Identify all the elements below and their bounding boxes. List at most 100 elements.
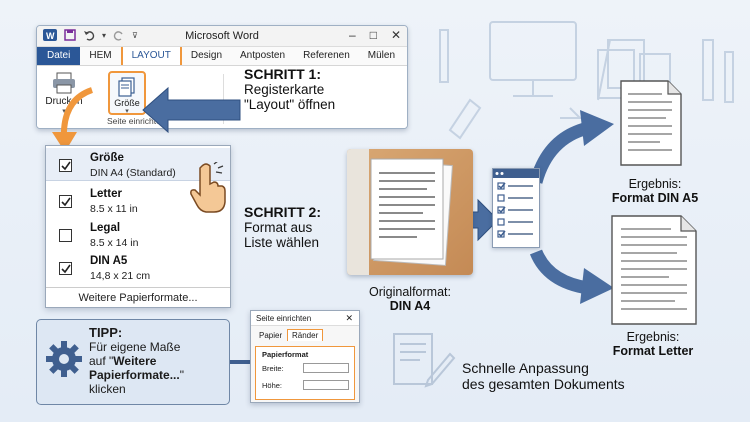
checkbox[interactable] <box>59 262 72 275</box>
item-name: Letter <box>90 188 122 200</box>
window-controls: – □ ✕ <box>349 28 401 42</box>
tip-line4: klicken <box>89 382 126 396</box>
checkmark-icon <box>61 197 71 207</box>
item-name: Legal <box>90 222 121 234</box>
document-pen-icon <box>393 333 456 388</box>
item-size: 14,8 x 21 cm <box>90 270 151 282</box>
item-size: 8.5 x 11 in <box>90 203 138 215</box>
hand-cursor-icon <box>190 162 226 213</box>
checkmark-icon <box>61 161 71 171</box>
tip-text: Für eigene Maße auf "Weitere Papierforma… <box>89 340 229 396</box>
tab-design[interactable]: Design <box>190 50 223 61</box>
more-paper-sizes-link[interactable]: Weitere Papierformate... <box>46 287 230 304</box>
minimize-icon[interactable]: – <box>349 28 356 42</box>
quick-access-toolbar: W ▾ ⊽ <box>43 28 138 42</box>
height-input[interactable] <box>303 380 349 390</box>
width-input[interactable] <box>303 363 349 373</box>
step2-line2: Liste wählen <box>244 235 320 250</box>
tab-paper[interactable]: Papier <box>259 331 283 340</box>
quick-line1: Schnelle Anpassung <box>462 360 589 376</box>
document-icon <box>620 80 682 166</box>
result-a5-line2: Format DIN A5 <box>600 191 710 205</box>
list-item[interactable]: Letter 8.5 x 11 in <box>46 184 230 217</box>
tip-heading: TIPP: <box>89 325 123 340</box>
arrow-step1 <box>142 86 241 134</box>
tip-line2: auf "Weitere <box>89 354 229 368</box>
document-icon <box>611 215 697 325</box>
quick-line2: des gesamten Dokuments <box>462 376 625 392</box>
group-separator <box>223 74 224 124</box>
chevron-down-icon[interactable]: ▾ <box>102 30 107 40</box>
height-label: Höhe: <box>262 381 283 390</box>
checkbox[interactable] <box>59 159 72 172</box>
arrow-orange <box>52 87 94 152</box>
tip-line3: Papierformate..." <box>89 368 229 382</box>
printer-icon <box>51 72 77 94</box>
paper-format-heading: Papierformat <box>262 350 309 359</box>
document-stack-icon <box>347 149 453 275</box>
item-size: DIN A4 (Standard) <box>90 167 176 179</box>
step1-line1: Registerkarte <box>244 82 325 97</box>
gear-icon <box>45 340 83 378</box>
item-name: DIN A5 <box>90 255 128 267</box>
tip-line3-bold: Papierformate... <box>89 368 180 382</box>
tab-review[interactable]: Mülen <box>367 50 396 61</box>
dialog-title-bar: Seite einrichten ✕ <box>251 311 359 326</box>
tab-home[interactable]: HEM <box>89 50 112 61</box>
result-letter-line1: Ergebnis: <box>626 330 680 344</box>
size-button[interactable]: Größe ▾ <box>108 71 146 115</box>
close-icon[interactable]: ✕ <box>345 313 353 323</box>
step2-heading: SCHRITT 2: <box>244 204 321 220</box>
redo-icon[interactable] <box>113 29 125 41</box>
original-caption-line2: DIN A4 <box>355 299 465 313</box>
list-item[interactable]: Legal 8.5 x 14 in <box>46 218 230 251</box>
arrow-tip <box>206 354 262 370</box>
undo-icon[interactable] <box>83 29 95 41</box>
step1-line2: "Layout" öffnen <box>244 97 336 112</box>
print-button[interactable]: Drucken ▾ <box>43 72 85 115</box>
tip-line3-tail: " <box>179 368 184 382</box>
tab-file[interactable]: Datei <box>37 46 81 65</box>
tip-line2-a: auf " <box>89 354 114 368</box>
tip-line2-b: Weitere <box>113 354 157 368</box>
result-a5-line1: Ergebnis: <box>628 177 682 191</box>
checklist-icon <box>493 169 539 238</box>
tab-references[interactable]: Referenen <box>303 50 350 61</box>
tip-line1: Für eigene Maße <box>89 340 181 354</box>
size-label: Größe <box>114 98 140 108</box>
paper-format-panel: Papierformat Breite: Höhe: <box>255 346 355 400</box>
word-logo-icon: W <box>43 28 57 42</box>
print-label: Drucken <box>45 96 83 107</box>
checkmark-icon <box>61 264 71 274</box>
step1-heading: SCHRITT 1: <box>244 66 321 82</box>
svg-text:W: W <box>46 31 55 41</box>
save-icon[interactable] <box>64 29 76 41</box>
maximize-icon[interactable]: □ <box>369 28 377 42</box>
step2-line1: Format aus <box>244 220 313 235</box>
result-letter-caption: Ergebnis: Format Letter <box>598 330 708 358</box>
result-a5-caption: Ergebnis: Format DIN A5 <box>600 177 710 205</box>
checkbox[interactable] <box>59 229 72 242</box>
tip-box: TIPP: Für eigene Maße auf "Weitere Papie… <box>36 319 230 405</box>
chevron-down-icon: ▾ <box>125 108 129 115</box>
result-letter-bold: Format Letter <box>612 344 694 358</box>
original-caption-line1: Originalformat: <box>369 285 451 299</box>
dialog-title: Seite einrichten <box>256 314 312 323</box>
item-name: Größe <box>90 152 124 164</box>
customize-icon[interactable]: ⊽ <box>132 30 138 40</box>
title-bar: W ▾ ⊽ Microsoft Word – □ ✕ <box>37 26 407 47</box>
checkbox[interactable] <box>59 195 72 208</box>
close-icon[interactable]: ✕ <box>390 28 401 42</box>
tab-margins[interactable]: Ränder <box>287 329 324 341</box>
arrow-letter <box>529 249 614 304</box>
width-label: Breite: <box>262 364 284 373</box>
group-label: Seite einrichten <box>107 116 166 126</box>
result-a5-document <box>620 80 682 166</box>
arrow-a5 <box>529 110 614 184</box>
background-illustration <box>439 21 734 140</box>
result-a5-bold: Format DIN A5 <box>611 191 699 205</box>
original-caption-bold: DIN A4 <box>389 299 431 313</box>
list-item[interactable]: DIN A5 14,8 x 21 cm <box>46 251 230 284</box>
page-setup-dialog: Seite einrichten ✕ Papier Ränder Papierf… <box>250 310 360 403</box>
tab-mailings[interactable]: Antposten <box>240 50 286 61</box>
